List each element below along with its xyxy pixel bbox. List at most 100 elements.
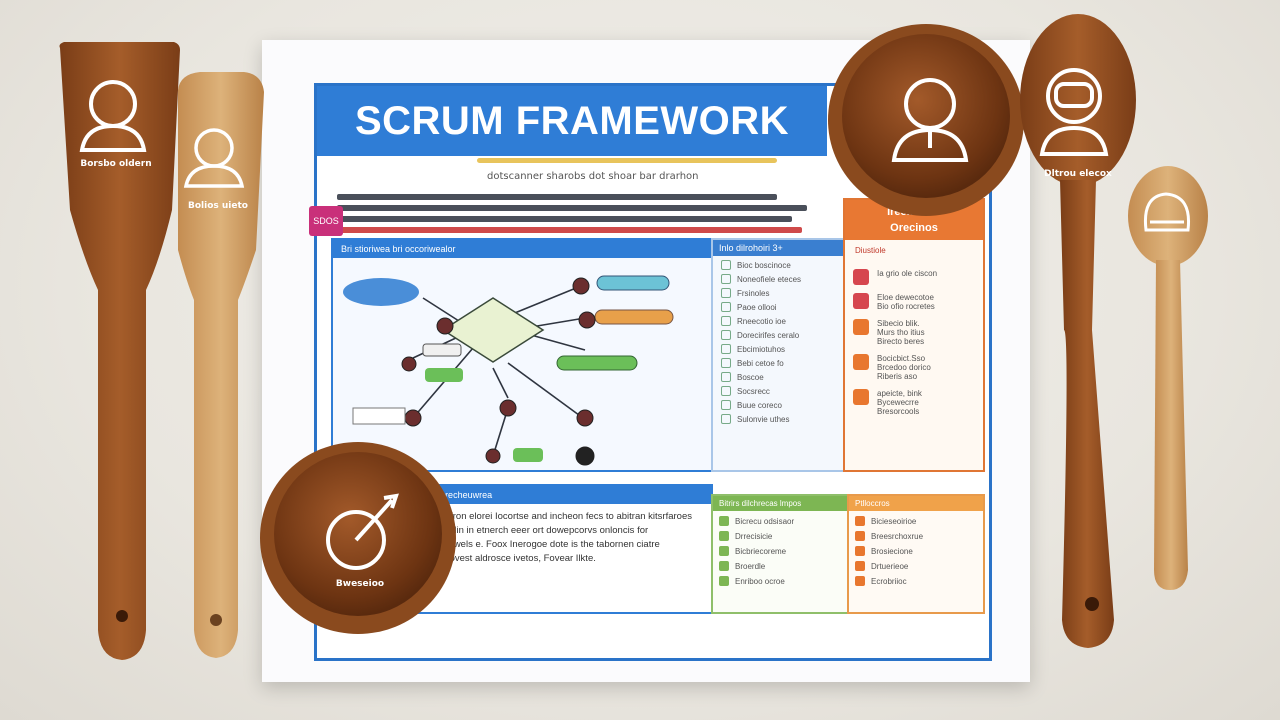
list-item: Ecrobriioc: [855, 576, 977, 586]
events-item-label: Bocicbict.Sso Brcedoo dorico Riberis aso: [877, 354, 931, 381]
checkbox-icon: [721, 330, 731, 340]
target-icon: [326, 493, 399, 570]
checkbox-icon: [721, 260, 731, 270]
text-line: [337, 205, 807, 211]
events-header: Irecitrores Orecinos: [845, 200, 983, 240]
events-item: Eloe dewecotoe Bio ofio rocretes: [853, 293, 975, 311]
checkbox-icon: [721, 372, 731, 382]
subtitle-line: [477, 158, 777, 163]
event-icon: [853, 269, 869, 285]
astronaut-icon: [1039, 68, 1109, 156]
intro-text-block: [337, 189, 817, 238]
list-bullet-icon: [855, 516, 865, 526]
spatula-light: [178, 72, 264, 658]
roles-item: Bebi cetoe fo: [721, 358, 835, 368]
checkbox-icon: [721, 288, 731, 298]
roles-item-label: Bioc boscinoce: [737, 260, 791, 270]
spatula-right-label: Bolios uieto: [188, 201, 248, 211]
events-item: Sibecio blik. Murs tho itius Birecto ber…: [853, 319, 975, 346]
events-item-label: Ia grio ole ciscon: [877, 269, 938, 278]
node-dot: [576, 409, 594, 427]
poster-banner: [317, 86, 827, 156]
node-dot: [485, 448, 501, 464]
checkbox-icon: [721, 386, 731, 396]
roles-item: Paoe ollooi: [721, 302, 835, 312]
node-dot: [575, 446, 595, 466]
events-item: apeicte, bink Bycewecrre Bresorcools: [853, 389, 975, 416]
checkbox-icon: [721, 344, 731, 354]
bottom-mid-panel: Bitrirs dilchrecas lmpos Bicrecu odsisao…: [711, 494, 849, 614]
poster-tag: SDOS: [309, 206, 343, 236]
roles-item-label: Rneecotio ioe: [737, 316, 786, 326]
spoon-large: [1020, 14, 1136, 648]
roles-item-label: Socsrecc: [737, 386, 770, 396]
list-bullet-icon: [855, 531, 865, 541]
roles-item-label: Sulonvie uthes: [737, 414, 790, 424]
spoon-large-label: Dltrou elecox: [1044, 169, 1112, 179]
list-bullet-icon: [719, 561, 729, 571]
list-item-label: Drtuerieoe: [871, 561, 909, 571]
roles-item: Dorecirifes ceralo: [721, 330, 835, 340]
node-label-box: [352, 407, 406, 425]
person-icon: [891, 78, 969, 162]
roles-header: Inlo dilrohoiri 3+: [713, 240, 843, 256]
spoon-small: [1128, 166, 1208, 590]
node-dot: [499, 399, 517, 417]
list-bullet-icon: [719, 546, 729, 556]
roles-item: Ebcimiotuhos: [721, 344, 835, 354]
list-bullet-icon: [719, 576, 729, 586]
bottom-right-header: Ptlloccros: [849, 496, 983, 511]
bowl-top: [828, 24, 1024, 216]
roles-item: Frsinoles: [721, 288, 835, 298]
text-line: [337, 227, 802, 233]
node-dot: [572, 277, 590, 295]
spatula-dark-left: [59, 42, 180, 660]
events-item-label: Sibecio blik. Murs tho itius Birecto ber…: [877, 319, 925, 346]
center-diamond: [441, 297, 545, 363]
flow-panel-header: Bri stioriwea bri occoriwealor: [333, 240, 711, 258]
list-item: Drtuerieoe: [855, 561, 977, 571]
roles-item-label: Dorecirifes ceralo: [737, 330, 800, 340]
text-line: [337, 194, 777, 200]
events-item-label: Eloe dewecotoe Bio ofio rocretes: [877, 293, 935, 311]
roles-item: Buue coreco: [721, 400, 835, 410]
list-item: Bicbriecoreme: [719, 546, 841, 556]
checkbox-icon: [721, 274, 731, 284]
list-item: Broerdle: [719, 561, 841, 571]
flow-panel: Bri stioriwea bri occoriwealor: [331, 238, 713, 472]
node-dot: [401, 356, 417, 372]
list-item: Bicrecu odsisaor: [719, 516, 841, 526]
roles-item: Rneecotio ioe: [721, 316, 835, 326]
event-icon: [853, 293, 869, 309]
bowl-bottom-label: Bweseioo: [336, 579, 384, 589]
events-item-label: apeicte, bink Bycewecrre Bresorcools: [877, 389, 922, 416]
chef-hat-icon: [1143, 192, 1191, 232]
events-panel: Irecitrores Orecinos Diustiole Ia grio o…: [843, 198, 985, 472]
list-bullet-icon: [855, 546, 865, 556]
roles-item: Socsrecc: [721, 386, 835, 396]
list-item-label: Bicieseoirioe: [871, 516, 917, 526]
list-item: Bicieseoirioe: [855, 516, 977, 526]
list-bullet-icon: [719, 531, 729, 541]
roles-item-label: Paoe ollooi: [737, 302, 777, 312]
checkbox-icon: [721, 316, 731, 326]
roles-item-label: Noneofiele eteces: [737, 274, 802, 284]
events-item: Ia grio ole ciscon: [853, 269, 975, 285]
node-teal: [596, 275, 670, 291]
list-item: Drrecisicie: [719, 531, 841, 541]
roles-item: Bioc boscinoce: [721, 260, 835, 270]
checkbox-icon: [721, 414, 731, 424]
roles-item: Boscoe: [721, 372, 835, 382]
list-bullet-icon: [719, 516, 729, 526]
list-item-label: Bicbriecoreme: [735, 546, 787, 556]
spatula-left-label: Borsbo oldern: [80, 159, 151, 169]
roles-item-label: Buue coreco: [737, 400, 782, 410]
checkbox-icon: [721, 400, 731, 410]
events-subheader: Diustiole: [855, 246, 886, 255]
